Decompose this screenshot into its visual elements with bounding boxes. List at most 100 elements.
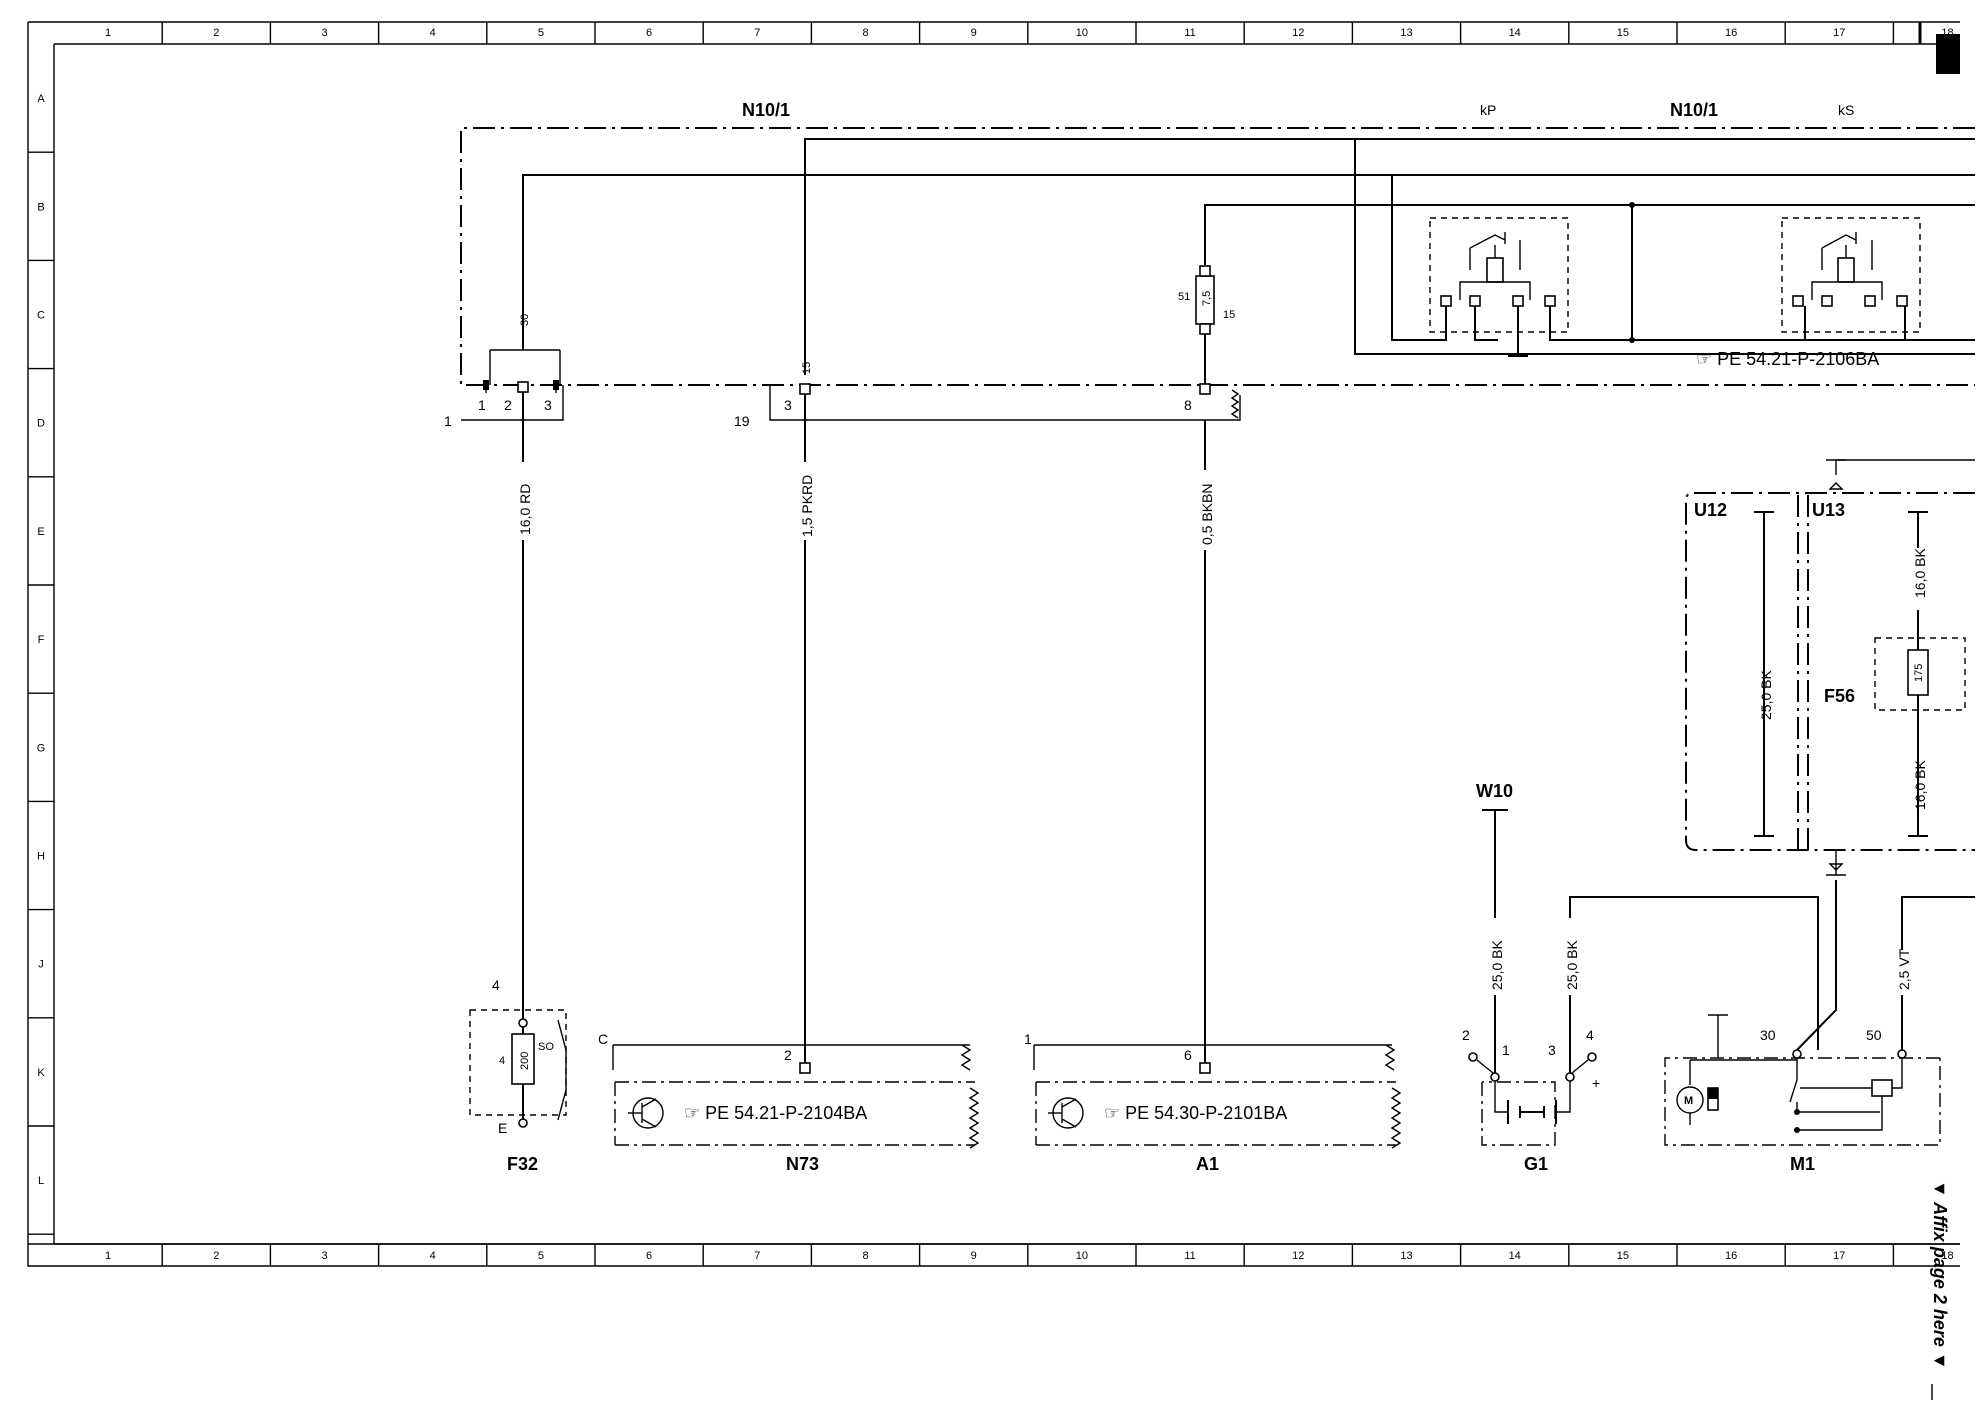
n73-pin-2: 2 (784, 1047, 792, 1063)
grid-row-label: B (37, 201, 44, 213)
grid-column-label: 15 (1617, 27, 1629, 39)
grid-row-label: C (37, 310, 45, 322)
connector-pin (1199, 383, 1211, 395)
grid-row-label: F (38, 634, 45, 646)
relay-kp-pin (1512, 295, 1524, 307)
relay-kp-label: kP (1480, 102, 1496, 118)
a1-pin (1199, 1062, 1211, 1074)
grid-column-label: 6 (646, 1250, 652, 1262)
grid-column-label: 9 (971, 1250, 977, 1262)
a1-reference: ☞ PE 54.30-P-2101BA (1104, 1103, 1287, 1123)
g1-terminal-4: 4 (1586, 1027, 1594, 1043)
drawing-frame (27, 21, 1960, 1267)
n73-connector-c: C (598, 1031, 608, 1047)
grid-column-label: 13 (1400, 27, 1412, 39)
grid-column-label: 18 (1941, 27, 1953, 39)
grid-column-label: 17 (1833, 1250, 1845, 1262)
relay-reference: ☞ PE 54.21-P-2106BA (1696, 349, 1879, 369)
grid-column-label: 12 (1292, 1250, 1304, 1262)
grid-column-label: 1 (105, 27, 111, 39)
motor-icon: M (1676, 1059, 1797, 1125)
connector-pin-3-label: 3 (784, 397, 792, 413)
grid-column-label: 2 (213, 27, 219, 39)
wire-label-u12: 25,0 BK (1758, 670, 1774, 720)
grid-column-label: 1 (105, 1250, 111, 1262)
connector-block-number: 1 (444, 413, 452, 429)
grid-column-label: 16 (1725, 1250, 1737, 1262)
wire-label-a1: 0,5 BKBN (1199, 484, 1215, 545)
connector-19-number: 19 (734, 413, 750, 429)
grid-column-label: 17 (1833, 27, 1845, 39)
connector-pin-8-label: 8 (1184, 397, 1192, 413)
grid-row-label: L (38, 1175, 44, 1187)
grid-column-label: 15 (1617, 1250, 1629, 1262)
fuse-rating: 7,5 (1201, 291, 1213, 306)
svg-text:M: M (1684, 1095, 1693, 1107)
main-wires (522, 392, 1206, 1063)
pin-15-label: 15 (801, 362, 813, 374)
connector-block-1: 1 2 3 1 30 (444, 314, 564, 429)
grid-column-label: 14 (1509, 27, 1521, 39)
f32-terminal-e: E (498, 1120, 507, 1136)
connector-19: 3 8 19 15 (734, 362, 1241, 429)
wire-label-g1-left: 25,0 BK (1489, 940, 1505, 990)
u12-label: U12 (1694, 500, 1727, 520)
g1-plus: + (1592, 1075, 1600, 1091)
n10-1-module: N10/1 N10/1 kP kS (460, 100, 1975, 386)
grid-column-label: 11 (1184, 27, 1195, 39)
wire-label-f56-top: 16,0 BK (1912, 548, 1928, 598)
w10-label: W10 (1476, 781, 1513, 801)
wire-label-f32: 16,0 RD (517, 484, 533, 535)
wire-label-f56-bottom: 16,0 BK (1912, 760, 1928, 810)
wire-label-n73: 1,5 PKRD (799, 475, 815, 537)
grid-column-label: 3 (321, 1250, 327, 1262)
connector-pin (483, 380, 489, 390)
grid-column-label: 6 (646, 27, 652, 39)
f32-so: SO (538, 1041, 554, 1053)
grid-row-label: H (37, 851, 45, 863)
m1-terminal-30: 30 (1760, 1027, 1776, 1043)
relay-kp-pin (1544, 295, 1556, 307)
grid-row-label: G (37, 742, 46, 754)
g1-terminal-2: 2 (1462, 1027, 1470, 1043)
connector-pin-3: 3 (544, 397, 552, 413)
relay-ks-pin (1821, 295, 1833, 307)
n10-1-label-left: N10/1 (742, 100, 790, 120)
relay-ks (1781, 217, 1921, 340)
f32-rating: 200 (519, 1052, 531, 1070)
grid-column-label: 13 (1400, 1250, 1412, 1262)
grid-column-label: 11 (1184, 1250, 1195, 1262)
grid-column-label: 4 (430, 1250, 436, 1262)
connector-pin-2: 2 (504, 397, 512, 413)
affix-page-note: ▼ Affix page 2 here ▼ (1930, 1180, 1950, 1370)
relay-ks-pin (1896, 295, 1908, 307)
relay-ks-pin (1864, 295, 1876, 307)
m1-label: M1 (1790, 1154, 1815, 1174)
g1-label: G1 (1524, 1154, 1548, 1174)
module-n73: C 2 ☞ PE 54.21-P-2104BA N73 (598, 1031, 980, 1174)
fuse-pin-15: 15 (1223, 309, 1235, 321)
connector-pin-1: 1 (478, 397, 486, 413)
grid-column-label: 10 (1076, 27, 1088, 39)
n73-pin (799, 1062, 811, 1074)
f32-inner-4: 4 (499, 1055, 505, 1067)
g1-terminal-3: 3 (1548, 1042, 1556, 1058)
f56-rating: 175 (1913, 664, 1925, 682)
grid-column-label: 3 (321, 27, 327, 39)
grid-column-label: 7 (754, 1250, 760, 1262)
page-tab-marker (1936, 34, 1960, 74)
grid-column-label: 9 (971, 27, 977, 39)
grid-column-label: 5 (538, 27, 544, 39)
connector-pin (517, 381, 529, 393)
grid-column-label: 4 (430, 27, 436, 39)
a1-connector-1: 1 (1024, 1031, 1032, 1047)
grid-column-label: 18 (1941, 1250, 1953, 1262)
grid-column-label: 7 (754, 27, 760, 39)
grid-column-label: 16 (1725, 27, 1737, 39)
relay-ks-label: kS (1838, 102, 1854, 118)
u12-u13-block: U12 U13 25,0 BK 16,0 BK 16,0 BK 175 F56 (1685, 459, 1975, 876)
transistor-icon (628, 1097, 664, 1129)
u13-label: U13 (1812, 500, 1845, 520)
